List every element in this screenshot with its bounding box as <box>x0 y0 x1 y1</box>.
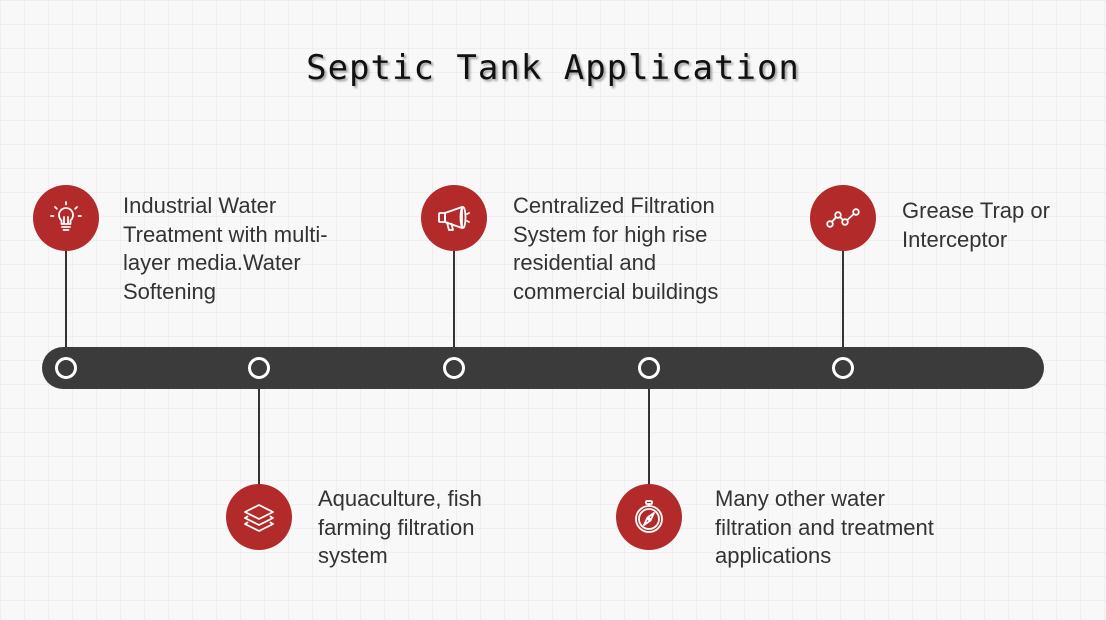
lightbulb-icon <box>50 201 82 231</box>
connector-line <box>648 378 650 486</box>
timeline-dot <box>55 357 77 379</box>
connector-line <box>842 250 844 358</box>
compass-icon <box>635 500 663 533</box>
connector-line <box>65 250 67 358</box>
trend-line-icon <box>826 208 860 228</box>
timeline-track <box>42 347 1044 389</box>
milestone-icon-badge <box>810 185 876 251</box>
connector-line <box>453 250 455 358</box>
connector-line <box>258 378 260 486</box>
milestone-icon-badge <box>616 484 682 550</box>
timeline-dot <box>832 357 854 379</box>
milestone-label: Many other water filtration and treatmen… <box>715 486 934 568</box>
milestone-icon-badge <box>421 185 487 251</box>
timeline-dot <box>638 357 660 379</box>
layers-icon <box>244 504 274 532</box>
milestone-icon-badge <box>226 484 292 550</box>
milestone-icon-badge <box>33 185 99 251</box>
page-title: Septic Tank Application <box>306 48 800 88</box>
milestone-label: Industrial Water Treatment with multi- l… <box>123 193 328 304</box>
timeline-dot <box>443 357 465 379</box>
milestone-label: Grease Trap or Interceptor <box>902 198 1050 252</box>
milestone-label: Centralized Filtration System for high r… <box>513 193 719 304</box>
timeline-dot <box>248 357 270 379</box>
megaphone-icon <box>438 206 470 231</box>
milestone-label: Aquaculture, fish farming filtration sys… <box>318 486 482 568</box>
